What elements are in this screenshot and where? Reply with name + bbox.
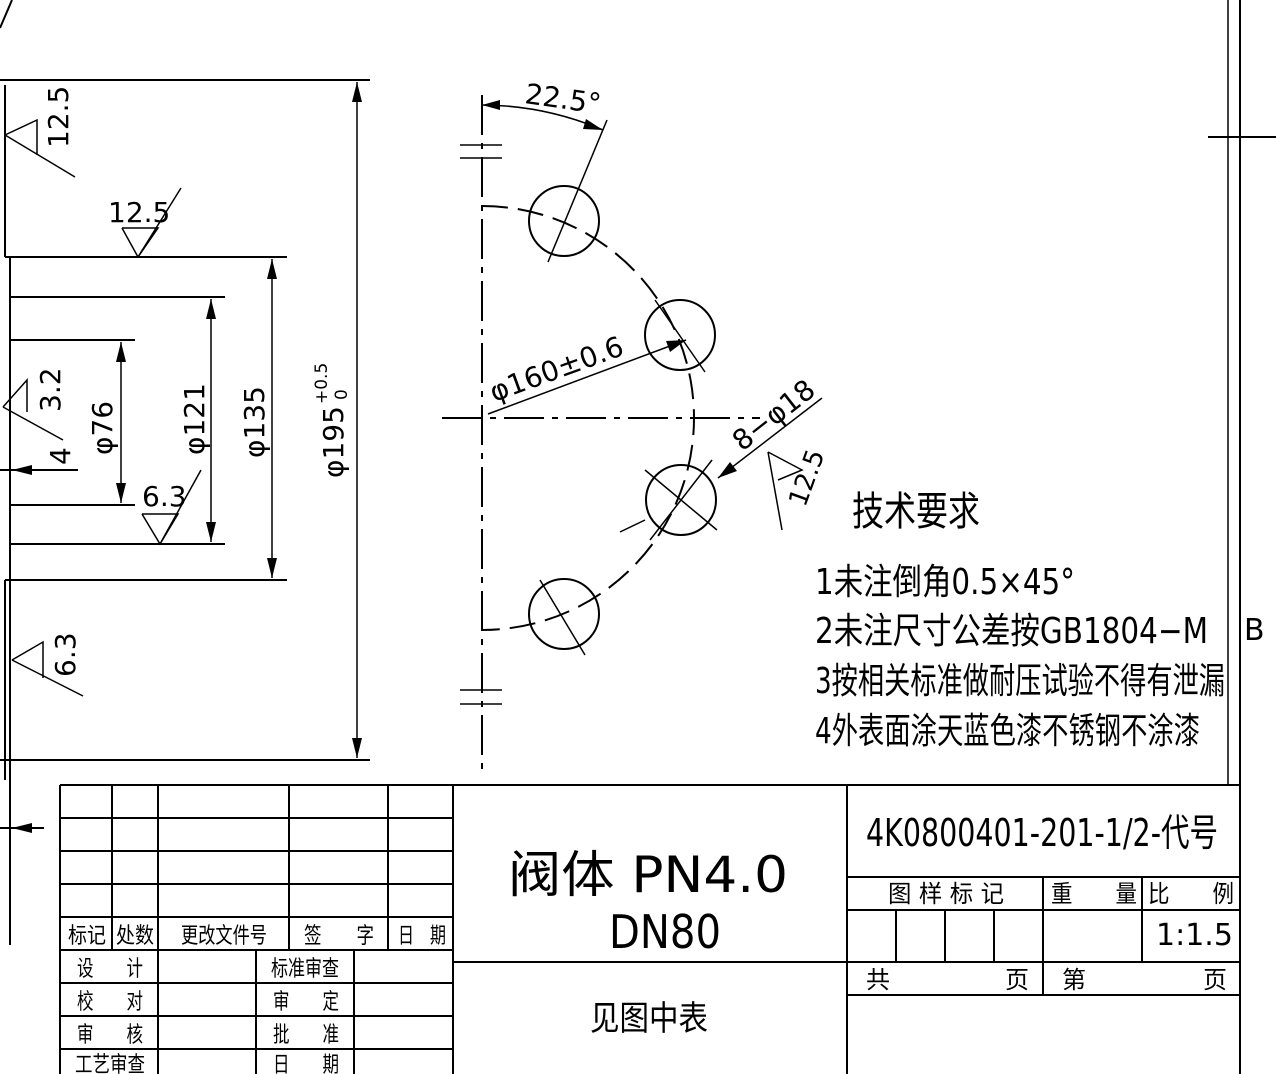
flange-view: 22.5° φ160±0.6 8−φ18 12.5 xyxy=(442,77,831,770)
signature-labels: 设 计 校 对 审 核 工艺审查 标准审查 审 定 批 准 日 期 xyxy=(75,957,339,1074)
zone-letter: B xyxy=(1244,613,1265,648)
page-label: 页 xyxy=(1005,966,1029,994)
svg-text:标记: 标记 xyxy=(68,924,106,949)
sheet-label: 第 xyxy=(1062,966,1086,994)
drawing-number: 4K0800401-201-1/2-代号 xyxy=(866,811,1218,855)
tech-requirement-item: 4外表面涂天蓝色漆不锈钢不涂漆 xyxy=(815,711,1200,752)
tech-requirement-item: 3按相关标准做耐压试验不得有泄漏 xyxy=(815,661,1225,702)
roughness-symbol: 12.5 xyxy=(108,187,182,259)
tech-requirements: 技术要求 1未注倒角0.5×45° 2未注尺寸公差按GB1804−M 3按相关标… xyxy=(815,489,1225,752)
bolt-hole xyxy=(528,578,600,656)
tech-requirement-item: 1未注倒角0.5×45° xyxy=(815,562,1075,603)
angle-dim: 22.5° xyxy=(523,77,603,120)
weight-label: 重 量 xyxy=(1051,880,1137,908)
svg-text:12.5: 12.5 xyxy=(108,196,170,229)
roughness-symbol: 6.3 xyxy=(141,469,202,546)
svg-text:3.2: 3.2 xyxy=(34,367,67,412)
roughness-symbol: 12.5 xyxy=(767,446,831,531)
revision-header-row: 标记 处数 更改文件号 签 字 日 期 xyxy=(68,924,446,949)
part-name: 阀体 PN4.0 xyxy=(508,846,788,904)
bolt-hole xyxy=(644,299,716,373)
svg-text:设 计: 设 计 xyxy=(77,957,143,982)
scale-value: 1:1.5 xyxy=(1156,918,1233,953)
roughness-symbol: 12.5 xyxy=(4,86,76,178)
svg-text:处数: 处数 xyxy=(116,924,154,949)
dim-d76: φ76 xyxy=(86,401,119,455)
roughness-symbol: 3.2 xyxy=(2,367,67,441)
roughness-symbol: 6.3 xyxy=(11,632,84,697)
svg-text:审 核: 审 核 xyxy=(77,1023,143,1048)
svg-text:6.3: 6.3 xyxy=(142,480,187,513)
svg-text:日 期: 日 期 xyxy=(273,1053,339,1074)
dim-d135: φ135 xyxy=(238,386,271,458)
svg-text:日 期: 日 期 xyxy=(398,924,446,949)
dim-d195-lower-tol: 0 xyxy=(332,389,352,400)
svg-text:审 定: 审 定 xyxy=(273,990,339,1015)
total-label: 共 xyxy=(866,966,890,994)
material: 见图中表 xyxy=(590,999,708,1039)
svg-text:6.3: 6.3 xyxy=(49,632,82,677)
scale-label: 比 例 xyxy=(1148,880,1234,908)
tech-requirements-title: 技术要求 xyxy=(852,489,980,535)
dim-d195-upper-tol: +0.5 xyxy=(312,363,332,404)
svg-text:更改文件号: 更改文件号 xyxy=(181,924,267,949)
dim-d121: φ121 xyxy=(178,383,211,455)
tech-requirement-item: 2未注尺寸公差按GB1804−M xyxy=(815,611,1208,652)
svg-text:12.5: 12.5 xyxy=(42,86,75,148)
bolt-hole xyxy=(644,459,718,541)
dim-d195: φ195 xyxy=(317,406,350,478)
svg-text:批 准: 批 准 xyxy=(273,1023,339,1048)
dim-depth: 4 xyxy=(44,447,77,465)
bolt-hole xyxy=(528,119,608,263)
svg-text:工艺审查: 工艺审查 xyxy=(75,1053,145,1074)
part-size: DN80 xyxy=(609,905,721,959)
holes-dim: 8−φ18 xyxy=(726,373,821,458)
pattern-mark-label: 图 样 标 记 xyxy=(888,880,1004,908)
section-view: φ195 +0.5 0 φ135 φ121 φ76 4 12.5 12.5 3.… xyxy=(0,79,370,945)
svg-text:标准审查: 标准审查 xyxy=(271,957,339,982)
svg-text:12.5: 12.5 xyxy=(783,446,831,511)
svg-text:签 字: 签 字 xyxy=(304,924,374,949)
title-block: 标记 处数 更改文件号 签 字 日 期 设 计 校 对 审 核 工艺审查 标准审… xyxy=(59,784,1240,1074)
svg-text:校 对: 校 对 xyxy=(77,990,143,1015)
sheet-page-label: 页 xyxy=(1203,966,1227,994)
